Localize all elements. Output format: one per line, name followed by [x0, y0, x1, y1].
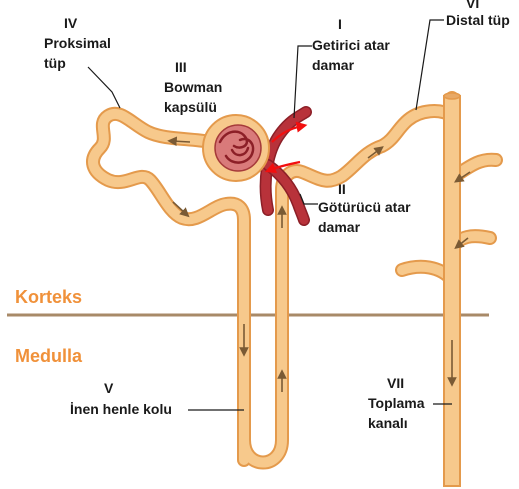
afferent-line1: Getirici atar: [312, 37, 390, 53]
proximal-line1: Proksimal: [44, 35, 111, 51]
collecting-line2: kanalı: [368, 415, 408, 431]
label-bowman: III Bowman kapsülü: [164, 59, 222, 115]
label-afferent: I Getirici atar damar: [312, 16, 390, 73]
proximal-line2: tüp: [44, 55, 66, 71]
efferent-numeral: II: [338, 181, 346, 197]
tubule-outline: [93, 98, 496, 480]
distal-line1: Distal tüp: [446, 12, 510, 28]
proximal-numeral: IV: [64, 15, 78, 31]
collecting-duct-body: [444, 96, 460, 486]
henle-numeral: V: [104, 380, 114, 396]
label-collecting: VII Toplama kanalı: [368, 375, 425, 431]
efferent-line1: Götürücü atar: [318, 199, 411, 215]
afferent-numeral: I: [338, 16, 342, 32]
cortex-label: Korteks: [15, 287, 82, 307]
collecting-numeral: VII: [387, 375, 404, 391]
collecting-duct-top: [444, 93, 460, 99]
leader-proximal: [88, 67, 120, 108]
afferent-line2: damar: [312, 57, 355, 73]
label-distal: VI Distal tüp: [446, 0, 510, 28]
distal-numeral: VI: [466, 0, 479, 11]
medulla-label: Medulla: [15, 346, 83, 366]
bowman-line2: kapsülü: [164, 99, 217, 115]
henle-line1: İnen henle kolu: [70, 401, 172, 417]
tubule-fill: [93, 98, 496, 480]
leader-distal: [416, 20, 444, 110]
bowman-capsule: [203, 115, 269, 181]
efferent-line2: damar: [318, 219, 361, 235]
label-henle-descending: V İnen henle kolu: [70, 380, 172, 417]
flow-direction-arrow-icon: [172, 141, 190, 142]
collecting-line1: Toplama: [368, 395, 425, 411]
label-efferent: II Götürücü atar damar: [318, 181, 411, 235]
bowman-line1: Bowman: [164, 79, 222, 95]
bowman-numeral: III: [175, 59, 187, 75]
label-proximal: IV Proksimal tüp: [44, 15, 111, 71]
